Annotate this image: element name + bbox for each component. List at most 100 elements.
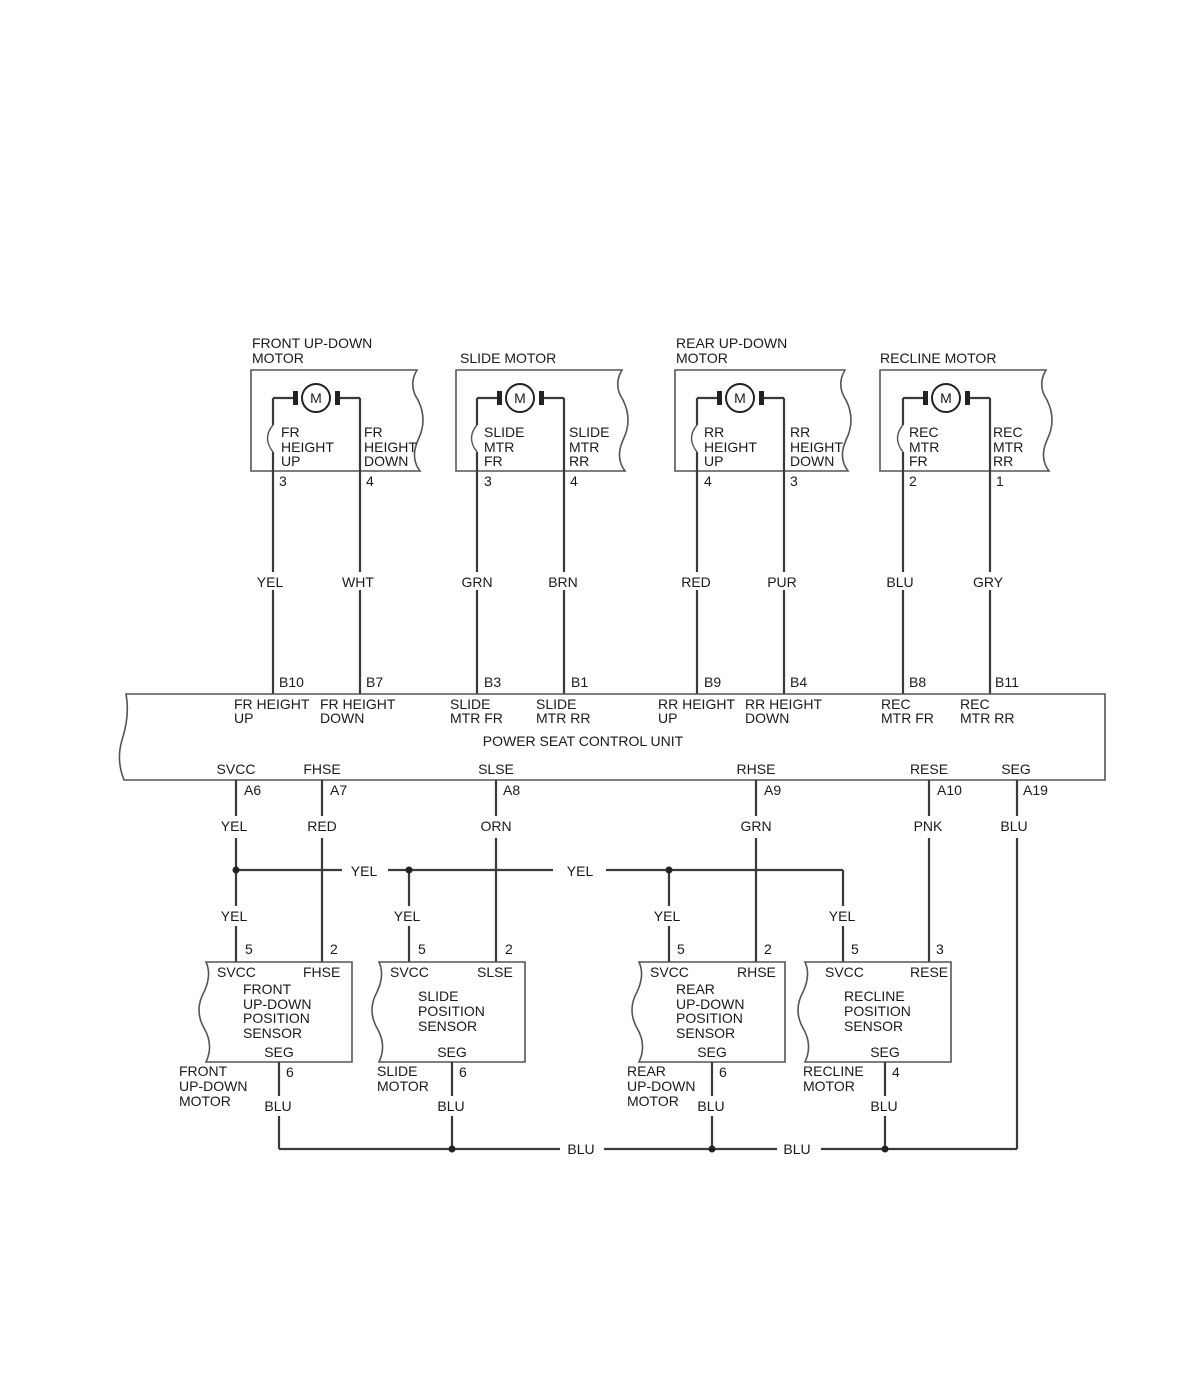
wire-color: YEL: [221, 818, 248, 834]
sensor-name: FRONT: [243, 981, 292, 997]
pin-number: 5: [851, 941, 859, 957]
rear-up-down-motor: REAR UP-DOWN MOTOR M RR HEIGHT UP RR HEI…: [674, 335, 852, 489]
terminal-label: SLIDE: [569, 424, 609, 440]
wire-color: RED: [307, 818, 337, 834]
sensor-terminal-label: SVCC: [825, 964, 864, 980]
sensor-parent-label: MOTOR: [803, 1078, 855, 1094]
motor-letter: M: [514, 390, 526, 406]
slide-motor: SLIDE MOTOR M SLIDE MTR FR SLIDE MTR RR …: [455, 350, 629, 489]
terminal-label: FR: [909, 453, 928, 469]
ecu-pin: B1: [571, 674, 588, 690]
wire-color: GRY: [973, 574, 1004, 590]
ecu-terminal-label: DOWN: [745, 710, 789, 726]
wire-color: WHT: [342, 574, 374, 590]
pin-number: 4: [704, 473, 712, 489]
sensor-parent-label: RECLINE: [803, 1063, 864, 1079]
motor-symbol-icon: [301, 383, 331, 413]
motor-title: RECLINE MOTOR: [880, 350, 996, 366]
sensor-name: REAR: [676, 981, 715, 997]
sensor-terminal-label: SLSE: [477, 964, 513, 980]
motor-title: FRONT UP-DOWN: [252, 335, 372, 351]
terminal-label: REC: [909, 424, 939, 440]
pin-number: 6: [719, 1064, 727, 1080]
wire-color: YEL: [394, 908, 421, 924]
pin-number: 3: [936, 941, 944, 957]
wire-color: YEL: [567, 863, 594, 879]
terminal-label: UP: [281, 453, 300, 469]
front-up-down-position-sensor: SVCC FHSE FRONT UP-DOWN POSITION SENSOR …: [198, 961, 353, 1063]
ecu-pin: A9: [764, 782, 781, 798]
sensor-terminal-label: RESE: [910, 964, 948, 980]
ecu-terminal-label: MTR FR: [881, 710, 934, 726]
wire-color: BLU: [697, 1098, 724, 1114]
terminal-label: HEIGHT: [790, 439, 843, 455]
ecu-terminal-label: MTR FR: [450, 710, 503, 726]
ecu-terminal-label: UP: [234, 710, 253, 726]
ecu-terminal-label: FR HEIGHT: [234, 696, 310, 712]
pin-number: 2: [764, 941, 772, 957]
wire-color: YEL: [829, 908, 856, 924]
ecu-terminal-label: REC: [881, 696, 911, 712]
ground-wires: BLU BLU 6 6 6 4 BLU BLU BLU BLU FRONT UP…: [179, 1062, 1017, 1157]
pin-number: 4: [892, 1064, 900, 1080]
pin-number: 3: [484, 473, 492, 489]
ecu-pin: B4: [790, 674, 807, 690]
wire-color: YEL: [221, 908, 248, 924]
ecu-pin: A7: [330, 782, 347, 798]
sensor-terminal-label: SEG: [437, 1044, 467, 1060]
sensor-terminal-label: SVCC: [217, 964, 256, 980]
ecu-terminal-label: MTR RR: [960, 710, 1014, 726]
wire-color: BLU: [567, 1141, 594, 1157]
ecu-terminal-label: SLSE: [478, 761, 514, 777]
motor-title: MOTOR: [252, 350, 304, 366]
terminal-label: DOWN: [790, 453, 834, 469]
ecu-terminal-label: DOWN: [320, 710, 364, 726]
ecu-terminal-label: UP: [658, 710, 677, 726]
wire-color: GRN: [740, 818, 771, 834]
sensor-parent-label: MOTOR: [627, 1093, 679, 1109]
wire-color: BLU: [437, 1098, 464, 1114]
sensor-terminal-label: SVCC: [390, 964, 429, 980]
ecu-terminal-label: RR HEIGHT: [658, 696, 735, 712]
terminal-label: MTR: [484, 439, 514, 455]
sensor-parent-label: UP-DOWN: [627, 1078, 695, 1094]
sensor-terminal-label: SEG: [697, 1044, 727, 1060]
wire-color: PNK: [914, 818, 943, 834]
wire-color: GRN: [461, 574, 492, 590]
motor-letter: M: [734, 390, 746, 406]
wire-color: YEL: [351, 863, 378, 879]
recline-position-sensor: SVCC RESE RECLINE POSITION SENSOR SEG: [797, 961, 952, 1063]
sensor-terminal-label: FHSE: [303, 964, 340, 980]
terminal-label: HEIGHT: [281, 439, 334, 455]
wire-color: BLU: [783, 1141, 810, 1157]
sensor-name: SENSOR: [844, 1018, 903, 1034]
sensor-name: SENSOR: [676, 1025, 735, 1041]
pin-number: 3: [279, 473, 287, 489]
sensor-terminal-label: RHSE: [737, 964, 776, 980]
pin-number: 6: [286, 1064, 294, 1080]
sensor-parent-label: FRONT: [179, 1063, 228, 1079]
sensor-name: POSITION: [243, 1010, 310, 1026]
wire-color: BLU: [870, 1098, 897, 1114]
terminal-label: FR: [281, 424, 300, 440]
ecu-pin: B8: [909, 674, 926, 690]
lower-wires: A6 A7 A8 A9 A10 A19 YEL RED ORN GRN PNK …: [221, 780, 1048, 1149]
pin-number: 5: [677, 941, 685, 957]
ecu-pin: B10: [279, 674, 304, 690]
motor-symbol-icon: [931, 383, 961, 413]
motor-title: SLIDE MOTOR: [460, 350, 556, 366]
motor-letter: M: [310, 390, 322, 406]
ecu-pin: A10: [937, 782, 962, 798]
pin-number: 5: [245, 941, 253, 957]
pin-number: 4: [570, 473, 578, 489]
pin-number: 2: [330, 941, 338, 957]
terminal-label: RR: [569, 453, 589, 469]
sensor-name: SENSOR: [243, 1025, 302, 1041]
sensor-terminal-label: SVCC: [650, 964, 689, 980]
upper-wires: YEL WHT GRN BRN RED PUR BLU GRY B10 B7 B…: [257, 471, 1019, 694]
pin-number: 5: [418, 941, 426, 957]
ecu-terminal-label: REC: [960, 696, 990, 712]
wire-color: BLU: [264, 1098, 291, 1114]
ecu-terminal-label: FR HEIGHT: [320, 696, 396, 712]
ecu-terminal-label: RR HEIGHT: [745, 696, 822, 712]
